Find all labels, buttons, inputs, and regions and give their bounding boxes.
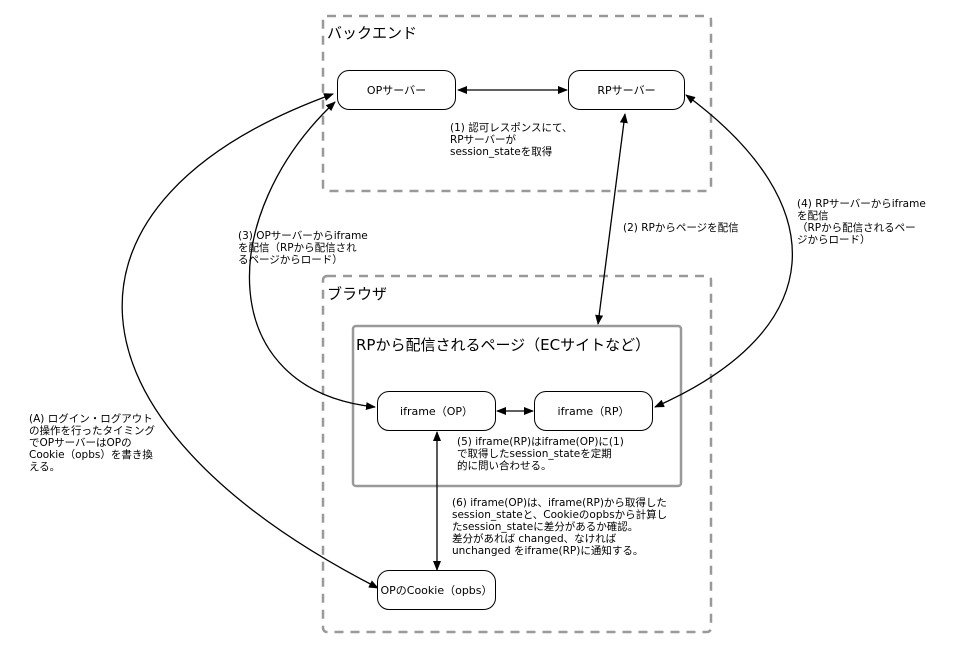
stepA-annotation: (A) ログイン・ログアウト の操作を行ったタイミング でOPサーバーはOPの … [29, 413, 155, 473]
step4-annotation: (4) RPサーバーからiframe を配信 （RPから配信されるペー ジからロ… [797, 198, 926, 246]
step2-annotation: (2) RPからページを配信 [623, 222, 739, 234]
op-server-node: OPサーバー [337, 70, 456, 110]
iframe-op-node: iframe（OP） [377, 391, 496, 431]
step5-annotation: (5) iframe(RP)はiframe(OP)に(1) で取得したsessi… [457, 436, 624, 472]
browser-group-frame [321, 274, 713, 634]
step3-annotation: (3) OPサーバーからiframe を配信（RPから配信され るページからロー… [238, 230, 368, 266]
backend-group-title: バックエンド [327, 24, 418, 42]
iframe-rp-node: iframe（RP） [534, 391, 653, 431]
backend-group-frame [321, 14, 713, 193]
rp-server-node: RPサーバー [568, 70, 685, 110]
browser-group-title: ブラウザ [327, 285, 388, 303]
ec-page-title: RPから配信されるページ（ECサイトなど） [356, 336, 651, 354]
op-server-cookie-arrow [121, 93, 379, 589]
step1-annotation: (1) 認可レスポンスにて、 RPサーバーが session_stateを取得 [450, 122, 573, 158]
rp-server-page-arrow [595, 113, 628, 325]
op-cookie-node: OPのCookie（opbs） [377, 570, 496, 610]
op-server-iframe-op-arrow [248, 101, 376, 411]
rp-server-iframe-rp-arrow [654, 94, 794, 408]
step6-annotation: (6) iframe(OP)は、iframe(RP)から取得した session… [452, 497, 668, 557]
